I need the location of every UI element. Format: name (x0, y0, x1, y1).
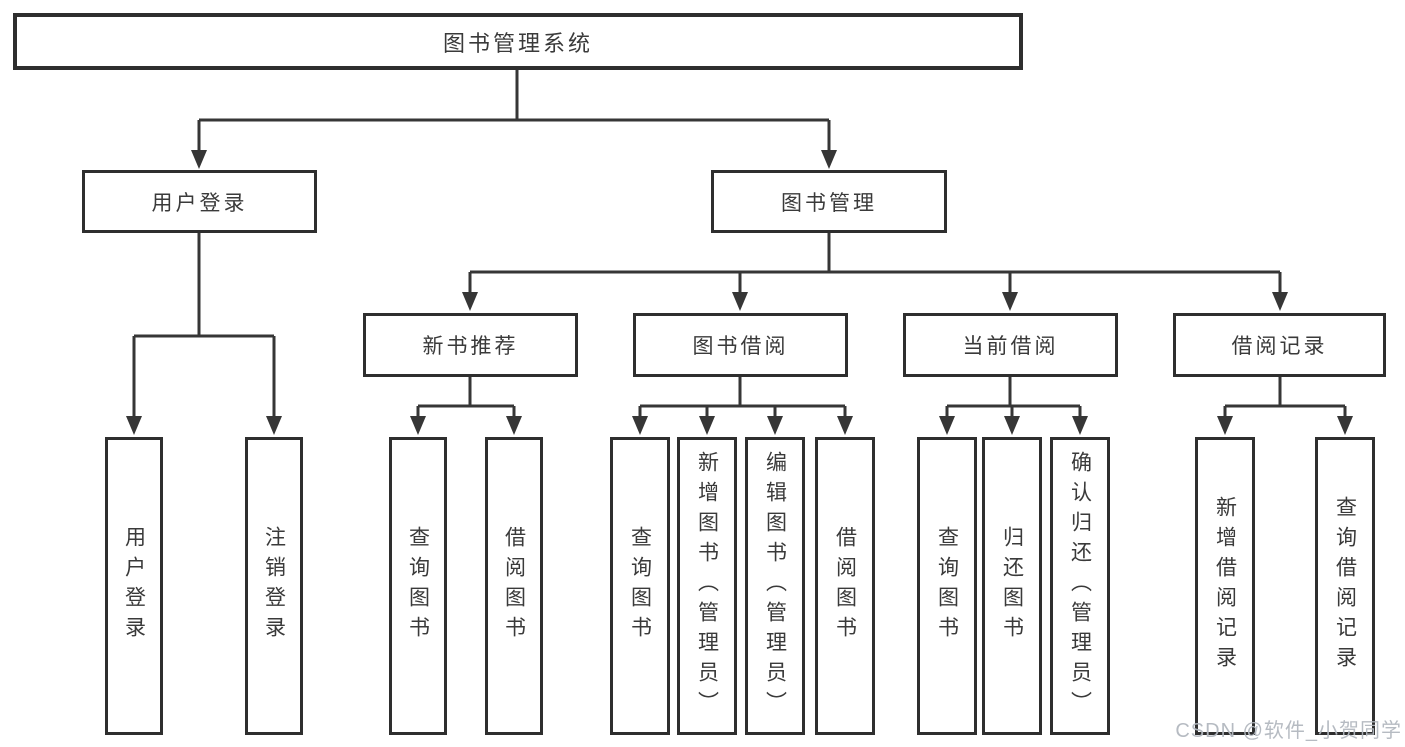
leaf-borrow-books-newrec: 借阅图书 (485, 437, 543, 735)
leaf-return-books: 归还图书 (982, 437, 1042, 735)
node-label: 借阅记录 (1231, 335, 1328, 358)
node-label: 确认归还（管理员） (1068, 451, 1092, 721)
node-book-borrow: 图书借阅 (633, 313, 848, 377)
connector-root-to-level2 (197, 70, 831, 151)
node-label: 查询借阅记录 (1333, 496, 1357, 676)
node-label: 新增借阅记录 (1213, 496, 1237, 676)
node-label: 当前借阅 (962, 335, 1059, 358)
arrowheads (126, 150, 1353, 435)
leaf-query-books-borrow: 查询图书 (610, 437, 670, 735)
connector-bookmgmt-to-level3 (468, 233, 1282, 293)
node-label: 新书推荐 (422, 335, 519, 358)
leaf-edit-books-admin: 编辑图书（管理员） (745, 437, 805, 735)
node-label: 用户登录 (122, 526, 146, 646)
connector-newbooks-group (416, 377, 516, 417)
leaf-query-books-newrec: 查询图书 (389, 437, 447, 735)
node-label: 归还图书 (1000, 526, 1024, 646)
node-user-login: 用户登录 (82, 170, 317, 233)
connector-userlogin-group (132, 233, 276, 417)
node-new-book-recommend: 新书推荐 (363, 313, 578, 377)
connector-currentborrow-group (945, 377, 1082, 417)
leaf-user-login: 用户登录 (105, 437, 163, 735)
node-book-management: 图书管理 (711, 170, 947, 233)
leaf-add-books-admin: 新增图书（管理员） (677, 437, 737, 735)
leaf-query-books-current: 查询图书 (917, 437, 977, 735)
leaf-query-borrow-record: 查询借阅记录 (1315, 437, 1375, 735)
leaf-add-borrow-record: 新增借阅记录 (1195, 437, 1255, 735)
node-library-management-system: 图书管理系统 (13, 13, 1023, 70)
node-label: 图书借阅 (692, 335, 789, 358)
node-label: 图书管理系统 (442, 30, 593, 56)
node-borrow-record: 借阅记录 (1173, 313, 1386, 377)
node-label: 查询图书 (628, 526, 652, 646)
node-label: 借阅图书 (833, 526, 857, 646)
node-label: 图书管理 (781, 191, 877, 215)
leaf-confirm-return-admin: 确认归还（管理员） (1050, 437, 1110, 735)
leaf-logout: 注销登录 (245, 437, 303, 735)
node-label: 查询图书 (406, 526, 430, 646)
csdn-watermark: CSDN @软件_小贺同学 (1175, 720, 1402, 742)
node-label: 注销登录 (262, 526, 286, 646)
node-label: 借阅图书 (502, 526, 526, 646)
connector-borrowrecord-group (1223, 377, 1347, 417)
node-current-borrow: 当前借阅 (903, 313, 1118, 377)
leaf-borrow-books: 借阅图书 (815, 437, 875, 735)
node-label: 新增图书（管理员） (695, 451, 719, 721)
node-label: 查询图书 (935, 526, 959, 646)
node-label: 用户登录 (151, 191, 248, 215)
connector-bookborrow-group (638, 377, 847, 417)
node-label: 编辑图书（管理员） (763, 451, 787, 721)
